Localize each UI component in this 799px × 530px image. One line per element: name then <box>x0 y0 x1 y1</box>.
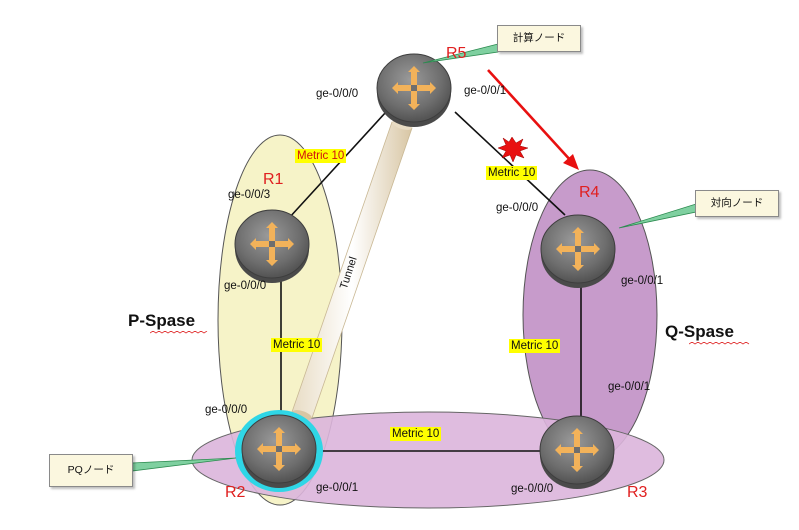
router-r4-label: R4 <box>579 184 600 201</box>
link-r5-r1 <box>288 111 387 219</box>
interface-r4-bottom: ge-0/0/1 <box>621 275 664 287</box>
metric-r2-r3: Metric 10 <box>390 427 442 441</box>
callout-compute-node: 計算ノード <box>497 25 581 52</box>
router-r2-label: R2 <box>225 484 246 501</box>
p-space-label: P-Spase <box>128 311 196 330</box>
interface-r1-top: ge-0/0/3 <box>228 189 271 201</box>
router-r1-label: R1 <box>263 171 284 188</box>
router-r3-label: R3 <box>627 484 648 501</box>
path-arrow-head <box>563 154 579 170</box>
callout-pq-node: PQノード <box>49 454 133 487</box>
p-space-underline <box>150 331 208 334</box>
metric-r5-r1: Metric 10 <box>295 149 347 163</box>
interface-r2-right: ge-0/0/1 <box>316 482 359 494</box>
q-space-underline <box>689 342 750 345</box>
metric-r4-r3: Metric 10 <box>509 339 561 353</box>
interface-r3-left: ge-0/0/0 <box>511 483 554 495</box>
interface-r3-top: ge-0/0/1 <box>608 381 651 393</box>
q-space-area <box>522 169 658 461</box>
interface-r5-left: ge-0/0/0 <box>316 88 359 100</box>
callout-remote-node: 対向ノード <box>695 190 779 217</box>
link-r5-r4 <box>454 111 566 216</box>
interface-r4-left: ge-0/0/0 <box>496 202 539 214</box>
router-r2-icon[interactable] <box>235 410 323 492</box>
router-r3-icon[interactable] <box>539 415 615 489</box>
router-r1-icon[interactable] <box>234 209 310 283</box>
interface-r1-bottom: ge-0/0/0 <box>224 280 267 292</box>
metric-r1-r2: Metric 10 <box>271 338 323 352</box>
path-arrow-line <box>487 69 573 163</box>
router-r4-icon[interactable] <box>540 214 616 288</box>
router-r5-icon[interactable] <box>376 53 452 127</box>
q-space-label: Q-Spase <box>665 322 734 341</box>
router-r5-label: R5 <box>446 45 467 62</box>
metric-r5-r4: Metric 10 <box>486 166 538 180</box>
interface-r5-right: ge-0/0/1 <box>464 85 507 97</box>
link-failure-icon <box>497 136 529 163</box>
interface-r2-top: ge-0/0/0 <box>205 404 248 416</box>
